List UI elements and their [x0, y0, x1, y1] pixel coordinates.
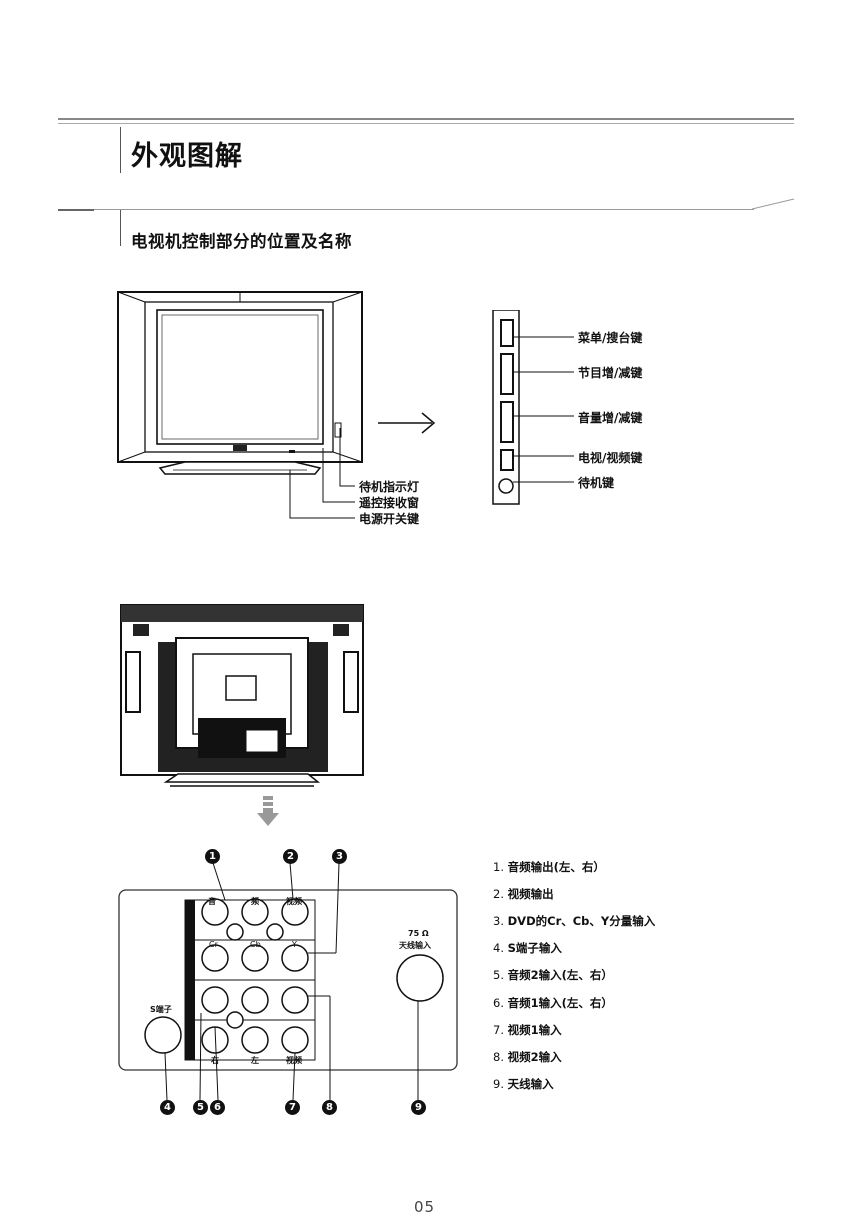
jack-label-audio-out-l: 音: [208, 897, 216, 906]
jack-label-left: 左: [251, 1056, 259, 1065]
legend-item: 7. 视频1输入: [493, 1023, 562, 1037]
label-volume-updown: 音量增/减键: [578, 411, 643, 425]
legend-text: 视频1输入: [507, 1023, 562, 1037]
jack-label-video-out: 视频: [286, 897, 302, 906]
jack-label-video-in: 视频: [286, 1056, 302, 1065]
legend-item: 6. 音频1输入(左、右）: [493, 996, 613, 1010]
legend-text: 音频1输入(左、右）: [507, 996, 613, 1010]
arrow-down-icon: [257, 796, 279, 826]
callout-3: 3: [332, 849, 347, 864]
legend-text: 音频输出(左、右）: [507, 860, 605, 874]
callout-2: 2: [283, 849, 298, 864]
antenna-ohm-label: 75 Ω: [408, 929, 429, 938]
legend-item: 2. 视频输出: [493, 887, 554, 901]
label-tv-av: 电视/视频键: [578, 451, 643, 465]
section-subtitle: 电视机控制部分的位置及名称: [131, 232, 352, 251]
callout-8: 8: [322, 1100, 337, 1115]
jack-label-cr: Cr: [209, 940, 218, 949]
section-rule-accent: [58, 209, 94, 211]
legend-text: 视频输出: [507, 887, 554, 901]
jack-label-right: 右: [211, 1056, 219, 1065]
label-menu-search: 菜单/搜台键: [578, 331, 643, 345]
legend-text: 天线输入: [507, 1077, 554, 1091]
tv-rear-illustration: [120, 604, 364, 787]
label-power-switch: 电源开关键: [359, 512, 420, 526]
label-remote-receiver: 遥控接收窗: [359, 496, 420, 510]
side-control-panel: [492, 310, 574, 505]
legend-text: 视频2输入: [507, 1050, 562, 1064]
antenna-input-label: 天线输入: [399, 941, 431, 950]
title-separator: [120, 127, 121, 173]
front-label-leaders: [289, 428, 355, 519]
header-rule-top-thin: [58, 123, 794, 124]
tv-front-illustration: [117, 291, 363, 475]
label-standby-key: 待机键: [578, 476, 615, 490]
page-number: 05: [414, 1198, 436, 1216]
callout-5: 5: [193, 1100, 208, 1115]
callout-7: 7: [285, 1100, 300, 1115]
label-standby-indicator: 待机指示灯: [359, 480, 420, 494]
callout-4: 4: [160, 1100, 175, 1115]
legend-item: 5. 音频2输入(左、右）: [493, 968, 613, 982]
header-rule-top: [58, 118, 794, 120]
s-terminal-label: S端子: [150, 1005, 172, 1014]
legend-item: 8. 视频2输入: [493, 1050, 562, 1064]
callout-6: 6: [210, 1100, 225, 1115]
legend-item: 3. DVD的Cr、Cb、Y分量输入: [493, 914, 656, 928]
jack-label-audio-out-r: 频: [251, 897, 259, 906]
subtitle-separator: [120, 210, 121, 246]
callout-1: 1: [205, 849, 220, 864]
page-title: 外观图解: [131, 141, 243, 172]
callout-9: 9: [411, 1100, 426, 1115]
section-rule-flourish: [752, 198, 795, 210]
legend-item: 4. S端子输入: [493, 941, 562, 955]
jack-label-cb: Cb: [250, 940, 261, 949]
legend-text: DVD的Cr、Cb、Y分量输入: [507, 914, 656, 928]
connector-panel-diagram: [118, 862, 458, 1101]
section-rule: [94, 209, 754, 210]
label-channel-updown: 节目增/减键: [578, 366, 643, 380]
arrow-right-icon: [378, 412, 436, 434]
legend-item: 9. 天线输入: [493, 1077, 554, 1091]
jack-label-y: Y: [292, 940, 297, 949]
legend-item: 1. 音频输出(左、右）: [493, 860, 605, 874]
legend-text: S端子输入: [507, 941, 562, 955]
legend-text: 音频2输入(左、右）: [507, 968, 613, 982]
